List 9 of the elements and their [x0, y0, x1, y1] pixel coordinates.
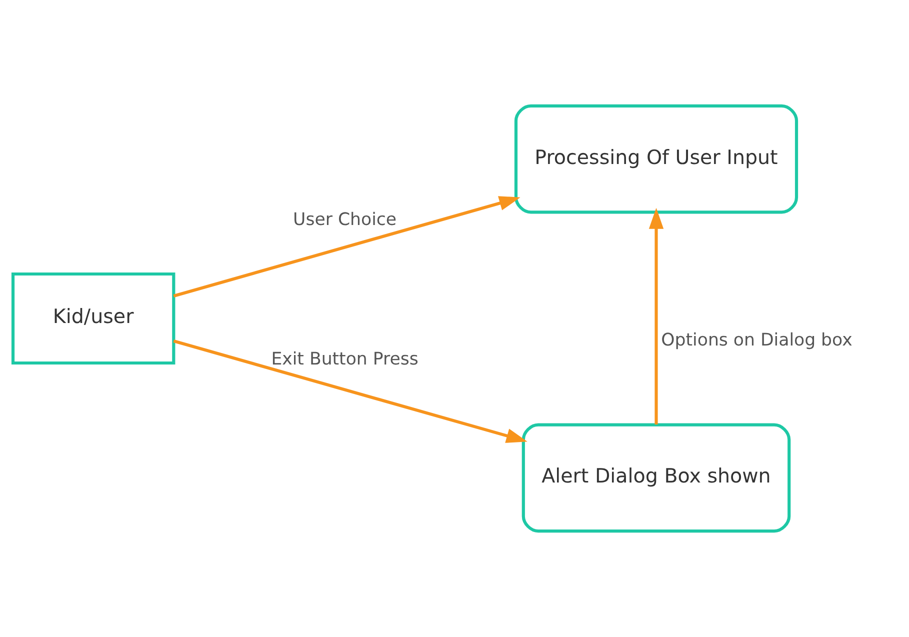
node-box: Alert Dialog Box shown [522, 423, 791, 533]
arrow [173, 340, 528, 443]
node-box: Processing Of User Input [514, 104, 798, 214]
arrow [648, 208, 664, 424]
edge-label: Exit Button Press [271, 349, 418, 370]
edge-label: Options on Dialog box [661, 330, 852, 351]
arrow [173, 196, 520, 298]
edge-label: User Choice [293, 210, 397, 230]
node-box: Kid/user [11, 272, 176, 365]
